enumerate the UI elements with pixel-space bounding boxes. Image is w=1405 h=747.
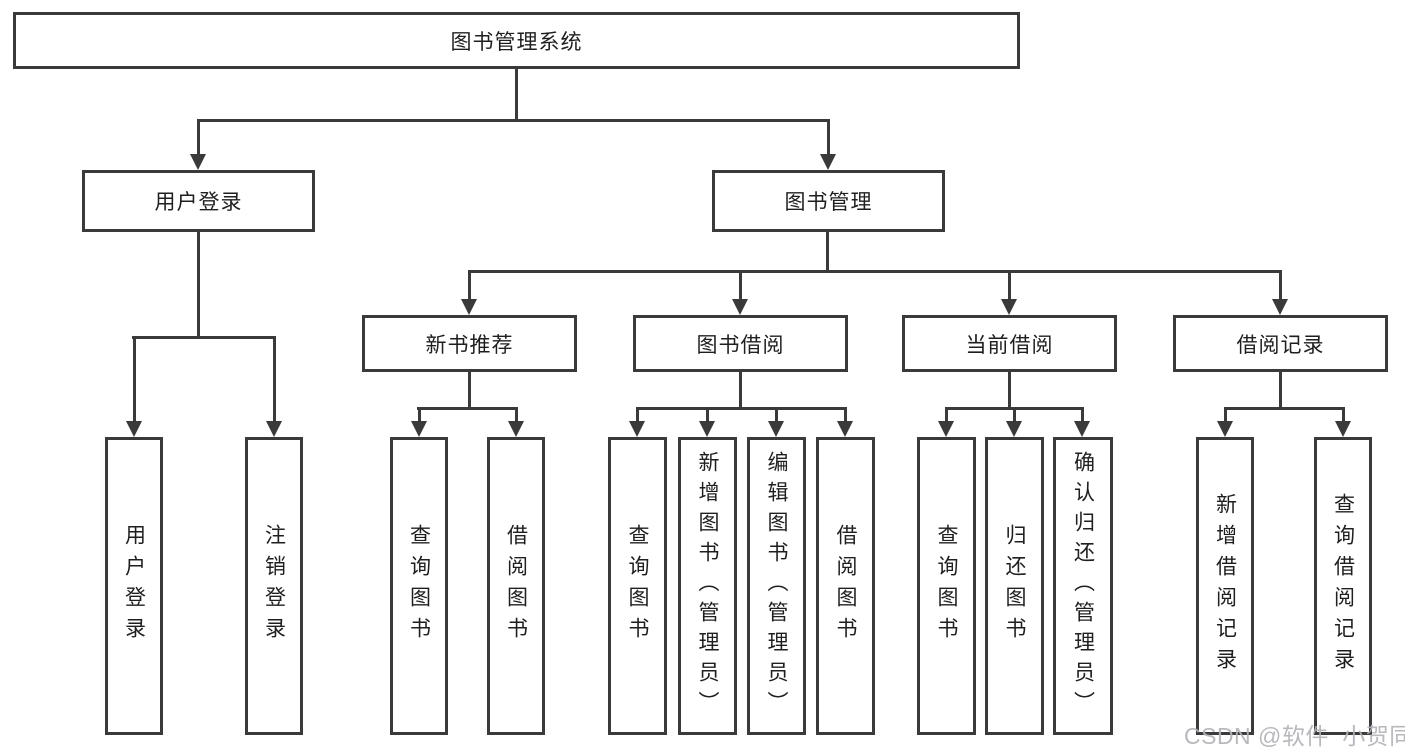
connector-nbr-stem	[468, 372, 471, 410]
arrow-down-to-book-mgmt	[820, 119, 837, 170]
node-borrowing-records: 借阅记录	[1173, 315, 1388, 372]
leaf-nbr-borrow-books: 借阅图书	[487, 437, 545, 735]
connector-user-login-crossbar	[132, 336, 276, 339]
leaf-nbr-query-books: 查询图书	[390, 437, 448, 735]
arrow-down-cb-return	[1006, 407, 1023, 437]
arrow-down-to-user-login	[190, 119, 207, 170]
leaf-logout: 注销登录	[245, 437, 303, 735]
node-current-borrowing: 当前借阅	[902, 315, 1117, 372]
leaf-user-login: 用户登录	[105, 437, 163, 735]
arrow-down-br-query	[1335, 407, 1352, 437]
arrow-down-br-add	[1217, 407, 1234, 437]
node-book-borrowing: 图书借阅	[633, 315, 848, 372]
connector-bb-crossbar	[636, 407, 847, 410]
connector-book-mgmt-crossbar	[468, 270, 1282, 273]
arrow-down-cb-confirm	[1074, 407, 1091, 437]
leaf-cb-confirm-return-admin: 确认归还（管理员）	[1053, 437, 1113, 735]
node-book-management: 图书管理	[712, 170, 945, 232]
arrow-down-bb-add	[699, 407, 716, 437]
connector-user-login-stem	[197, 232, 200, 339]
node-root-library-management-system: 图书管理系统	[13, 12, 1020, 69]
connector-root-crossbar	[197, 119, 830, 122]
arrow-down-to-current-borrow	[1001, 270, 1018, 315]
arrow-down-cb-query	[938, 407, 955, 437]
connector-br-stem	[1279, 372, 1282, 410]
arrow-down-bb-borrow	[837, 407, 854, 437]
arrow-down-to-new-book-rec	[461, 270, 478, 315]
leaf-br-query-record: 查询借阅记录	[1314, 437, 1372, 735]
connector-cb-stem	[1008, 372, 1011, 410]
connector-nbr-crossbar	[417, 407, 518, 410]
arrow-down-to-leaf-login	[126, 336, 143, 437]
connector-book-mgmt-stem	[826, 232, 829, 273]
connector-root-stem	[515, 68, 518, 122]
leaf-bb-edit-books-admin: 编辑图书（管理员）	[747, 437, 806, 735]
node-user-login: 用户登录	[82, 170, 315, 232]
leaf-cb-return-books: 归还图书	[985, 437, 1044, 735]
connector-bb-stem	[739, 372, 742, 410]
connector-br-crossbar	[1224, 407, 1345, 410]
leaf-br-add-record: 新增借阅记录	[1196, 437, 1254, 735]
arrow-down-nbr-borrow	[508, 407, 525, 437]
csdn-watermark: CSDN @软件_小贺同学	[1184, 723, 1405, 747]
arrow-down-to-book-borrow	[732, 270, 749, 315]
arrow-down-to-borrow-records	[1272, 270, 1289, 315]
arrow-down-to-leaf-logout	[266, 336, 283, 437]
leaf-bb-add-books-admin: 新增图书（管理员）	[678, 437, 737, 735]
arrow-down-bb-edit	[768, 407, 785, 437]
arrow-down-nbr-query	[411, 407, 428, 437]
node-new-book-recommendation: 新书推荐	[362, 315, 577, 372]
arrow-down-bb-query	[629, 407, 646, 437]
leaf-bb-borrow-books: 借阅图书	[816, 437, 875, 735]
leaf-bb-query-books: 查询图书	[608, 437, 667, 735]
leaf-cb-query-books: 查询图书	[917, 437, 976, 735]
